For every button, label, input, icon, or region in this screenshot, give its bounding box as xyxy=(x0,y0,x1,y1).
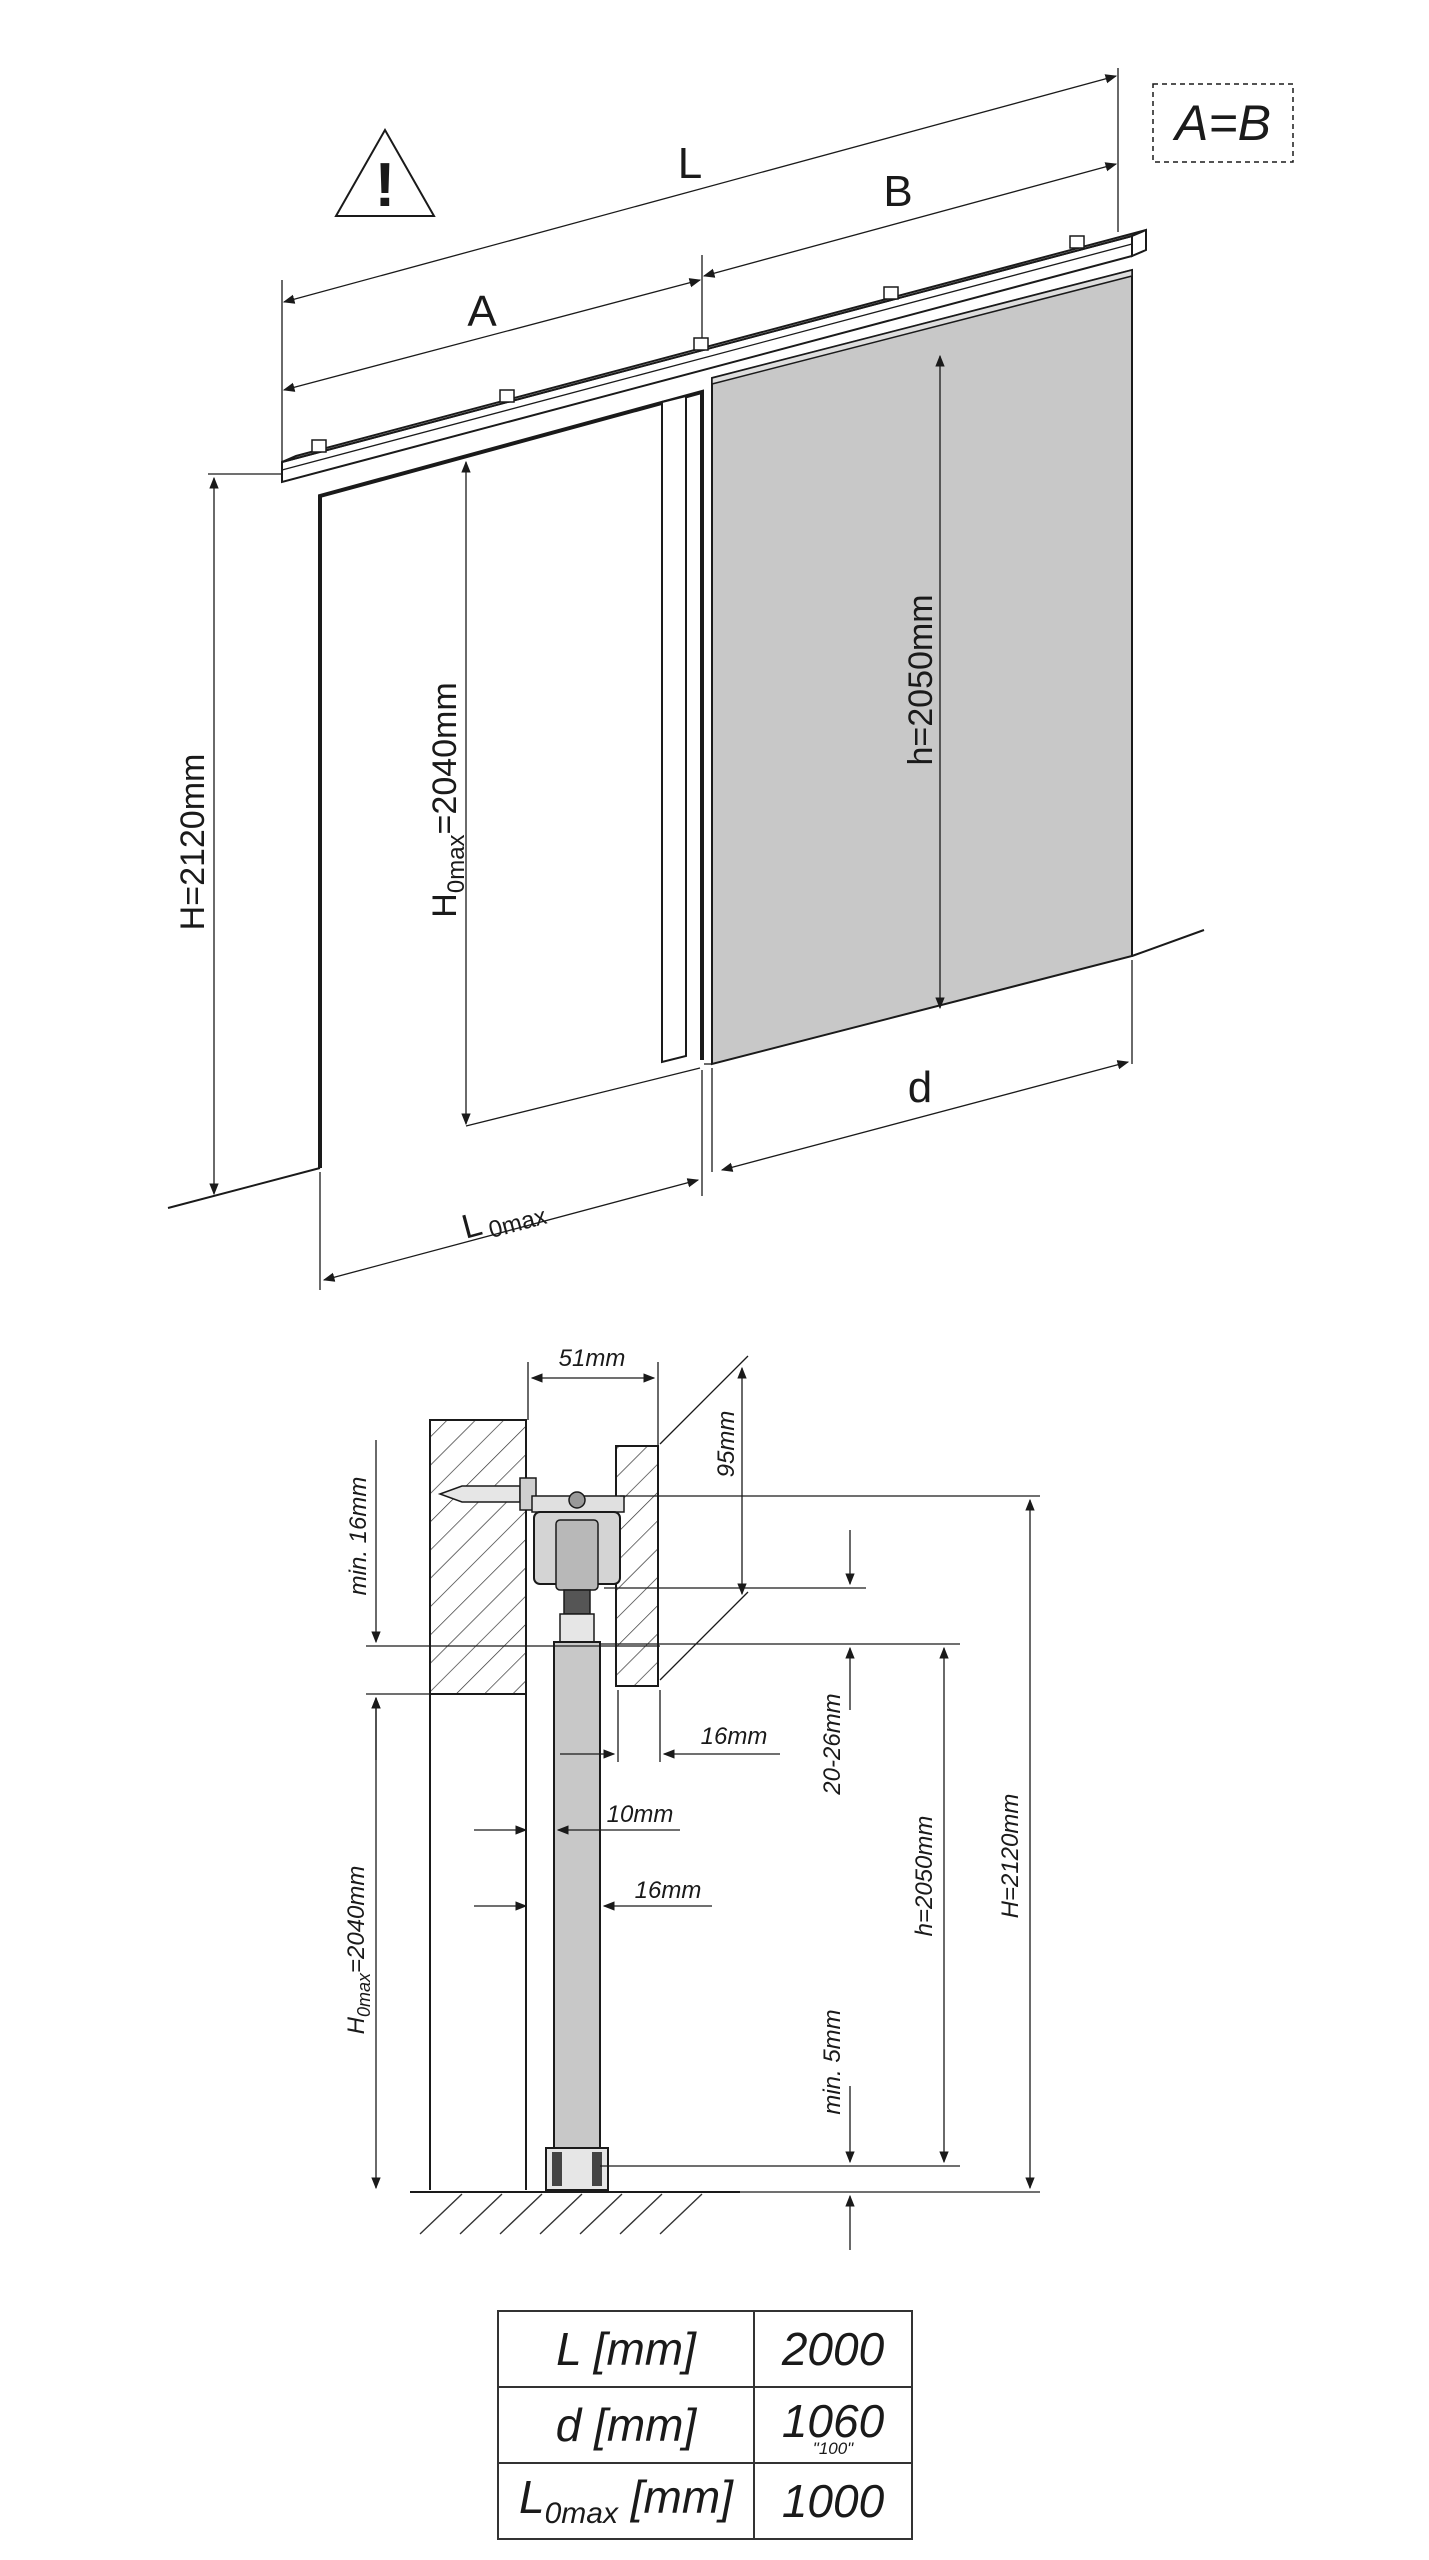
rail-bracket xyxy=(883,286,899,300)
rail-bracket xyxy=(693,337,709,351)
door-edge xyxy=(661,394,687,1064)
equal-note-box xyxy=(1152,83,1294,163)
rail-bracket xyxy=(499,389,515,403)
table-row: d [mm] 1060"100" xyxy=(497,2386,913,2464)
label-B: B xyxy=(883,167,912,216)
dim-H: H=2120mm xyxy=(997,1794,1024,1919)
track-rail xyxy=(281,228,1147,484)
door-section xyxy=(553,1641,601,2163)
floor-guide xyxy=(545,2147,609,2191)
label-L: L xyxy=(678,139,702,188)
table-row: L0max [mm] 1000 xyxy=(497,2462,913,2540)
dim-16b: 16mm xyxy=(635,1877,702,1904)
dim-min16: min. 16mm xyxy=(345,1477,372,1596)
rail-bracket xyxy=(311,439,327,453)
floor-line xyxy=(167,1167,321,1209)
label-H: H=2120mm xyxy=(174,754,212,931)
rail-bracket xyxy=(1069,235,1085,249)
dim-line-d xyxy=(720,1060,1130,1172)
perspective-view: ! A=B L A B xyxy=(167,68,1294,1290)
wall-opening xyxy=(318,389,704,1168)
table-value-cell: 1060"100" xyxy=(753,2386,913,2464)
dim-20-26: 20-26mm xyxy=(819,1693,846,1795)
table-label-cell: d [mm] xyxy=(497,2386,755,2464)
floor-hatch xyxy=(419,2193,703,2235)
table-value-note: "100" xyxy=(812,2439,854,2458)
dim-line-L0 xyxy=(322,1178,700,1282)
dim-51: 51mm xyxy=(559,1345,626,1372)
label-L0: L0max xyxy=(458,1188,550,1250)
label-A: A xyxy=(467,287,497,336)
label-h: h=2050mm xyxy=(902,594,940,765)
table-value-cell: 2000 xyxy=(753,2310,913,2388)
floor-line xyxy=(1131,929,1205,957)
dim-min5: min. 5mm xyxy=(819,2009,846,2114)
wall-section xyxy=(429,1419,527,1695)
dim-16a: 16mm xyxy=(701,1723,768,1750)
label-d: d xyxy=(908,1063,932,1112)
door-panel-edge xyxy=(711,269,1133,385)
table-value-cell: 1000 xyxy=(753,2462,913,2540)
dim-10: 10mm xyxy=(607,1801,674,1828)
dim-line-B xyxy=(702,162,1118,278)
table-label-cell: L0max [mm] xyxy=(497,2462,755,2540)
dim-95: 95mm xyxy=(713,1411,740,1478)
dim-h: h=2050mm xyxy=(911,1816,938,1937)
warning-symbol: ! xyxy=(375,151,396,220)
equal-note-label: A=B xyxy=(1172,95,1271,151)
section-view: 51mm 95mm min. 16mm 16mm 10mm 16mm 20-26… xyxy=(343,1345,1040,2250)
roller-carriage xyxy=(531,1491,625,1643)
table-row: L [mm] 2000 xyxy=(497,2310,913,2388)
label-H0: H0max=2040mm xyxy=(426,682,470,917)
dim-line-L xyxy=(282,74,1118,304)
spec-table: L [mm] 2000 d [mm] 1060"100" L0max [mm] … xyxy=(497,2310,913,2540)
dim-line-A xyxy=(282,278,702,392)
table-label-cell: L [mm] xyxy=(497,2310,755,2388)
dim-H0: H0max=2040mm xyxy=(343,1866,374,2035)
mounting-board xyxy=(615,1445,659,1687)
